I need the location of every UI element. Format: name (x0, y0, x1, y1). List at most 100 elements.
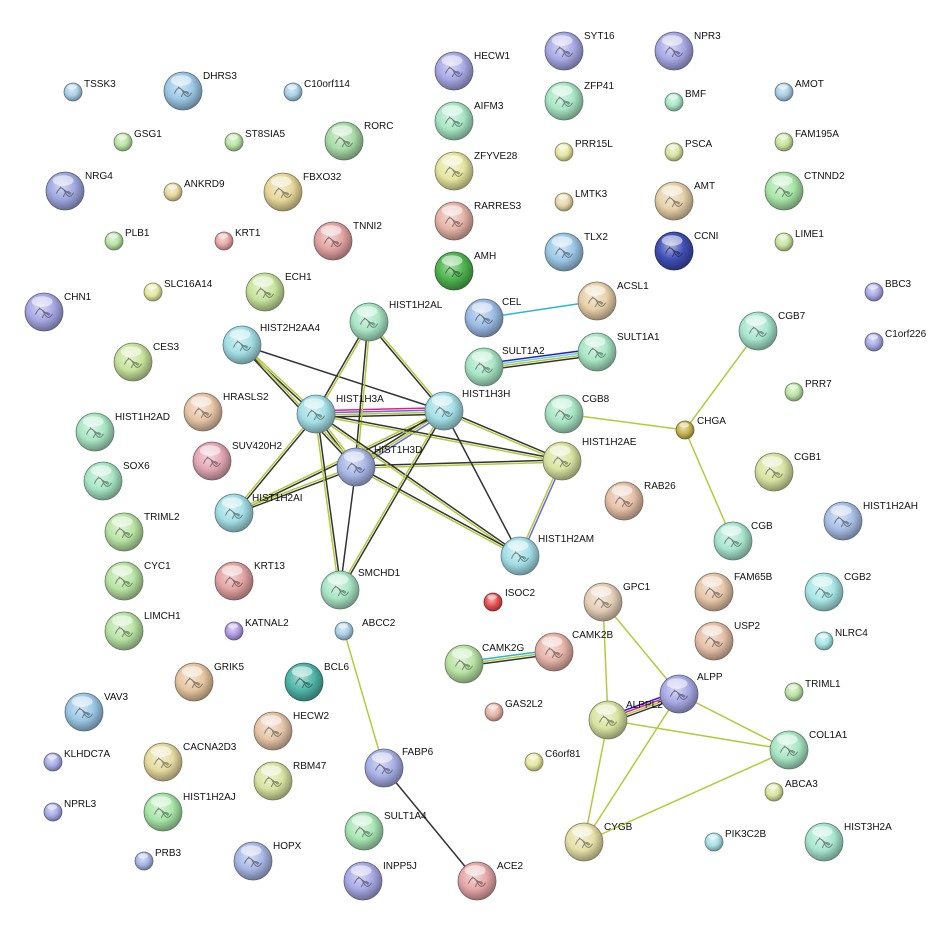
node-fabp6[interactable]: FABP6 (364, 747, 434, 788)
node-klhdc7a[interactable]: KLHDC7A (43, 749, 110, 772)
node-hist1h3h[interactable]: HIST1H3H (424, 389, 510, 431)
node-nprl3[interactable]: NPRL3 (43, 799, 97, 822)
node-ccni[interactable]: CCNI (654, 231, 718, 271)
node-hist3h2a[interactable]: HIST3H2A (804, 822, 892, 862)
node-usp2[interactable]: USP2 (694, 621, 761, 661)
node-camk2b[interactable]: CAMK2B (534, 630, 613, 672)
node-lime1[interactable]: LIME1 (774, 229, 824, 252)
node-prr15l[interactable]: PRR15L (554, 139, 613, 162)
node-hopx[interactable]: HOPX (233, 841, 302, 881)
node-nlrc4[interactable]: NLRC4 (814, 628, 868, 651)
node-col1a1[interactable]: COL1A1 (769, 730, 848, 770)
node-hist1h2ad[interactable]: HIST1H2AD (75, 412, 170, 452)
node-amt[interactable]: AMT (654, 181, 715, 221)
node-cgb8[interactable]: CGB8 (544, 394, 610, 434)
node-hist1h3a[interactable]: HIST1H3A (296, 394, 384, 434)
node-dhrs3[interactable]: DHRS3 (163, 71, 237, 111)
node-katnal2[interactable]: KATNAL2 (224, 618, 289, 641)
node-rab26[interactable]: RAB26 (604, 481, 676, 521)
node-rarres3[interactable]: RARRES3 (434, 201, 522, 241)
node-ech1[interactable]: ECH1 (245, 272, 312, 312)
node-tlx2[interactable]: TLX2 (544, 232, 608, 272)
node-c10orf114[interactable]: C10orf114 (283, 79, 350, 102)
node-pik3c2b[interactable]: PIK3C2B (704, 829, 766, 852)
node-abca3[interactable]: ABCA3 (764, 779, 818, 802)
node-npr3[interactable]: NPR3 (654, 31, 721, 71)
node-vav3[interactable]: VAV3 (64, 692, 129, 732)
node-syt16[interactable]: SYT16 (544, 31, 615, 71)
node-cgb[interactable]: CGB (713, 521, 773, 561)
node-rbm47[interactable]: RBM47 (253, 761, 327, 801)
node-fam65b[interactable]: FAM65B (694, 572, 773, 612)
node-gpc1[interactable]: GPC1 (583, 582, 651, 622)
node-triml1[interactable]: TRIML1 (784, 679, 841, 702)
node-fbxo32[interactable]: FBXO32 (263, 172, 342, 212)
node-hrasls2[interactable]: HRASLS2 (183, 392, 269, 432)
node-lmtk3[interactable]: LMTK3 (554, 189, 608, 212)
node-triml2[interactable]: TRIML2 (104, 512, 180, 552)
node-c6orf81[interactable]: C6orf81 (524, 749, 581, 772)
node-amh[interactable]: AMH (434, 251, 496, 291)
node-st8sia5[interactable]: ST8SIA5 (224, 129, 285, 152)
node-hist1h3d[interactable]: HIST1H3D (336, 445, 422, 487)
node-c1orf226[interactable]: C1orf226 (864, 329, 927, 352)
node-hist1h2aj[interactable]: HIST1H2AJ (143, 792, 236, 832)
node-smchd1[interactable]: SMCHD1 (320, 568, 401, 610)
node-sult1a2[interactable]: SULT1A2 (464, 346, 545, 387)
node-hist1h2am[interactable]: HIST1H2AM (500, 534, 594, 576)
node-cacna2d3[interactable]: CACNA2D3 (143, 742, 237, 782)
node-prr7[interactable]: PRR7 (784, 379, 832, 402)
node-nrg4[interactable]: NRG4 (45, 171, 113, 211)
node-hecw2[interactable]: HECW2 (253, 711, 330, 751)
node-tssk3[interactable]: TSSK3 (63, 79, 116, 102)
node-hist1h2ae[interactable]: HIST1H2AE (542, 437, 637, 481)
node-limch1[interactable]: LIMCH1 (104, 611, 181, 651)
node-bcl6[interactable]: BCL6 (284, 662, 349, 702)
node-alppl2[interactable]: ALPPL2 (588, 700, 663, 740)
node-aifm3[interactable]: AIFM3 (434, 101, 504, 141)
node-cgb2[interactable]: CGB2 (804, 572, 872, 612)
node-sult1a1[interactable]: SULT1A1 (577, 332, 660, 372)
node-plb1[interactable]: PLB1 (104, 228, 150, 251)
node-hecw1[interactable]: HECW1 (434, 51, 511, 91)
node-zfp41[interactable]: ZFP41 (544, 81, 614, 121)
node-psca[interactable]: PSCA (664, 139, 713, 162)
node-chn1[interactable]: CHN1 (24, 292, 92, 332)
node-tnni2[interactable]: TNNI2 (313, 221, 382, 261)
node-hist1h2ai[interactable]: HIST1H2AI (214, 493, 303, 533)
node-rorc[interactable]: RORC (324, 121, 393, 161)
node-ace2[interactable]: ACE2 (457, 861, 524, 901)
node-chga[interactable]: CHGA (675, 416, 726, 440)
node-cygb[interactable]: CYGB (564, 822, 633, 862)
node-sox6[interactable]: SOX6 (83, 461, 150, 501)
node-slc16a14[interactable]: SLC16A14 (143, 279, 213, 302)
node-amot[interactable]: AMOT (774, 79, 824, 102)
node-ces3[interactable]: CES3 (113, 342, 180, 382)
node-hist2h2aa4[interactable]: HIST2H2AA4 (222, 323, 320, 365)
node-cgb1[interactable]: CGB1 (754, 452, 822, 492)
node-sult1a4[interactable]: SULT1A4 (344, 811, 427, 851)
node-acsl1[interactable]: ACSL1 (577, 281, 649, 321)
node-ctnnd2[interactable]: CTNND2 (764, 171, 845, 211)
node-camk2g[interactable]: CAMK2G (444, 643, 524, 684)
node-isoc2[interactable]: ISOC2 (483, 588, 535, 612)
node-gsg1[interactable]: GSG1 (113, 129, 162, 152)
node-cgb7[interactable]: CGB7 (738, 311, 806, 351)
node-abcc2[interactable]: ABCC2 (334, 618, 396, 641)
node-inpp5j[interactable]: INPP5J (343, 861, 417, 901)
node-alpp[interactable]: ALPP (659, 672, 723, 714)
node-zfyve28[interactable]: ZFYVE28 (434, 151, 518, 191)
node-bbc3[interactable]: BBC3 (864, 279, 912, 302)
node-prb3[interactable]: PRB3 (134, 848, 182, 871)
node-hist1h2ah[interactable]: HIST1H2AH (823, 501, 918, 541)
node-cyc1[interactable]: CYC1 (104, 561, 171, 601)
node-cel[interactable]: CEL (464, 297, 522, 338)
node-suv420h2[interactable]: SUV420H2 (192, 441, 282, 481)
node-krt13[interactable]: KRT13 (214, 561, 285, 601)
node-krt1[interactable]: KRT1 (214, 228, 261, 251)
node-grik5[interactable]: GRIK5 (174, 662, 244, 702)
node-fam195a[interactable]: FAM195A (774, 129, 839, 152)
node-ankrd9[interactable]: ANKRD9 (163, 179, 225, 202)
node-gas2l2[interactable]: GAS2L2 (484, 699, 543, 722)
node-hist1h2al[interactable]: HIST1H2AL (349, 300, 443, 342)
